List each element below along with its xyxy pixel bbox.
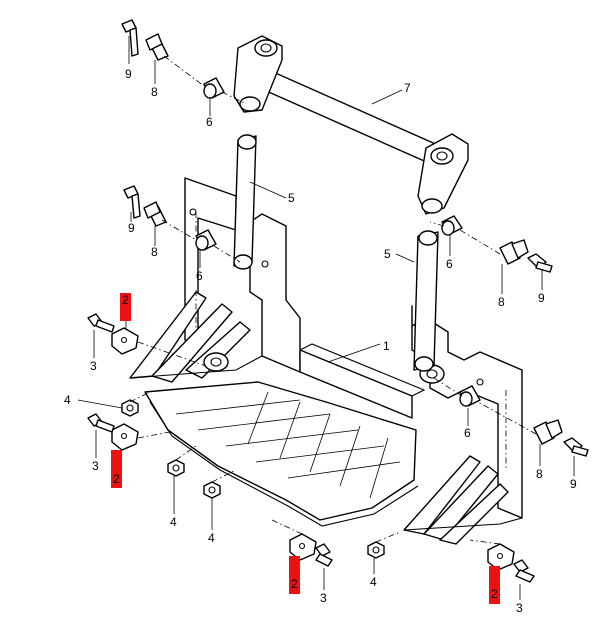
nut-4-right <box>367 541 385 559</box>
bolt-9-mid-left <box>123 185 141 219</box>
pin-mid-right <box>499 239 529 265</box>
bolt-9-mid-right <box>527 253 553 273</box>
bolt-9-top-left <box>121 19 139 57</box>
nut-4-center <box>203 481 221 499</box>
callout-2: 2 <box>113 472 120 486</box>
callout-8: 8 <box>498 295 505 309</box>
callout-9: 9 <box>128 221 135 235</box>
callout-3: 3 <box>516 601 523 615</box>
callout-5: 5 <box>384 247 391 261</box>
clip-2-upper-left <box>111 327 139 355</box>
callout-6: 6 <box>206 115 213 129</box>
bushing-top-left <box>203 77 225 99</box>
callout-2: 2 <box>291 577 298 591</box>
callout-labels: 9 8 6 7 5 9 8 6 5 6 8 9 1 3 4 3 6 8 9 4 … <box>64 67 577 615</box>
callout-4: 4 <box>370 575 377 589</box>
top-bar-assembly <box>233 35 469 215</box>
bolt-3-upper-left <box>87 313 115 333</box>
main-frame <box>129 177 523 545</box>
bolt-9-low-right <box>563 437 589 457</box>
callout-5: 5 <box>288 191 295 205</box>
callout-8: 8 <box>151 245 158 259</box>
clip-2-lower-left <box>111 423 139 451</box>
callout-4: 4 <box>208 531 215 545</box>
callout-1: 1 <box>383 339 390 353</box>
pin-low-right <box>533 419 563 445</box>
callout-9: 9 <box>125 67 132 81</box>
callout-3: 3 <box>90 359 97 373</box>
pin-mid-left <box>143 201 167 227</box>
leader-lines <box>77 36 575 600</box>
highlight-callout-2-bottom-middle: 2 <box>289 556 300 594</box>
highlighted-callouts: 2 2 2 2 <box>111 293 500 604</box>
callout-9: 9 <box>570 477 577 491</box>
bushing-mid-left <box>195 229 217 251</box>
callout-8: 8 <box>151 85 158 99</box>
callout-3: 3 <box>92 459 99 473</box>
callout-9: 9 <box>538 291 545 305</box>
link-left <box>233 134 257 270</box>
callout-2: 2 <box>491 587 498 601</box>
highlight-callout-2-lower-left: 2 <box>111 450 122 488</box>
bolt-3-bottom-middle <box>315 543 333 567</box>
callout-6: 6 <box>446 257 453 271</box>
bushing-low-right <box>459 385 481 407</box>
link-right <box>413 230 439 372</box>
callout-8: 8 <box>536 467 543 481</box>
callout-4: 4 <box>64 393 71 407</box>
callout-4: 4 <box>170 515 177 529</box>
callout-6: 6 <box>464 426 471 440</box>
highlight-callout-2-upper-left: 2 <box>120 293 131 330</box>
bolt-3-lower-left <box>87 413 115 433</box>
assembly-lines <box>129 55 537 545</box>
bushing-mid-right <box>441 215 463 236</box>
bolt-3-bottom-right <box>513 559 535 583</box>
callout-2: 2 <box>122 293 129 307</box>
callout-3: 3 <box>320 591 327 605</box>
nut-4-left <box>121 399 139 417</box>
callout-7: 7 <box>404 81 411 95</box>
highlight-callout-2-bottom-right: 2 <box>489 566 500 604</box>
pin-top-left <box>145 33 169 61</box>
callout-6: 6 <box>196 269 203 283</box>
nut-4-center-left <box>167 459 185 477</box>
